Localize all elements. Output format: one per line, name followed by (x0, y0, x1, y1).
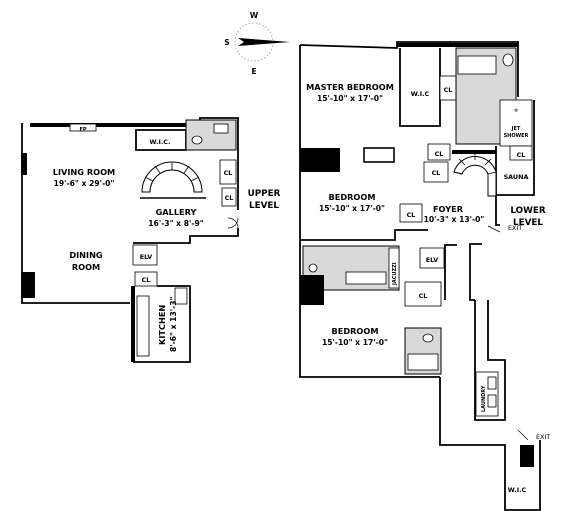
exit-label-2: EXIT (536, 433, 550, 441)
jet-shower-label-1: JET (511, 126, 521, 132)
master-toilet-icon (502, 53, 514, 67)
bedroom3-name: BEDROOM (331, 326, 378, 336)
upper-sink-icon (213, 123, 229, 134)
master-wic-walls (399, 48, 441, 127)
lower-elevator (419, 247, 445, 269)
upper-closet-a (219, 159, 237, 185)
lower-closet-c (423, 161, 449, 183)
lower-closet-b-label: CL (517, 151, 526, 159)
compass-needle-icon (238, 38, 290, 46)
sauna-label: SAUNA (504, 173, 529, 181)
upper-closet-a-label: CL (224, 169, 233, 177)
upper-closet-c (134, 271, 158, 287)
master-column (300, 148, 340, 172)
lower-wic-column (520, 445, 534, 467)
lower-closet-d (399, 203, 423, 223)
bedroom2-name: BEDROOM (328, 192, 375, 202)
lower-closet-d-label: CL (407, 211, 416, 219)
corridor-west-wall (444, 244, 457, 300)
second-exit-door-icon (517, 429, 529, 441)
living-room-name: LIVING ROOM (53, 167, 115, 177)
foyer-dim: 10'-3" x 13'-0" (424, 215, 485, 224)
compass: W S E (224, 11, 290, 76)
upper-toilet-icon (191, 135, 203, 145)
bath-light-icon (308, 263, 318, 273)
laundry-walls (474, 300, 506, 421)
upper-closet-c-label: CL (142, 276, 151, 284)
master-wic-label: W.I.C (411, 90, 430, 98)
living-column (21, 153, 27, 175)
foyer-east-wall (495, 196, 500, 226)
dining-room-name-1: DINING (69, 250, 103, 260)
master-window-niche (363, 147, 395, 163)
bedroom2-dim: 15'-10" x 17'-0" (319, 204, 385, 213)
compass-top-label: W (250, 11, 259, 20)
dining-room-name-2: ROOM (72, 262, 100, 272)
upper-closet-b-label: CL (225, 194, 234, 202)
upper-level-plan: FP W.I.C. CL CL LIVING ROOM 19'-6" x 29'… (21, 117, 281, 363)
lower-level-plan: MASTER BEDROOM 15'-10" x 17'-0" W.I.C CL… (299, 41, 550, 511)
upper-powder-room (185, 119, 237, 151)
fireplace-label: FP (79, 127, 86, 133)
lower-closet-c-label: CL (432, 169, 441, 177)
lower-elevator-label: ELV (426, 256, 439, 264)
bedroom3-toilet-icon (422, 333, 434, 343)
corridor-east-wall (469, 243, 482, 301)
foyer-exit-door-icon (487, 225, 501, 233)
exit-label-1: EXIT (508, 224, 522, 232)
jacuzzi-label: JACUZZI (392, 262, 398, 286)
kitchen-counter (136, 295, 150, 357)
gallery-door-icon (227, 217, 239, 229)
master-bedroom-dim: 15'-10" x 17'-0" (317, 94, 383, 103)
lower-south-wall (439, 377, 541, 511)
upper-wic-label: W.I.C. (150, 138, 171, 146)
dryer-icon (487, 394, 497, 408)
kitchen-walls (133, 285, 191, 363)
master-closet-top-label: CL (444, 86, 453, 94)
kitchen-appliance (174, 287, 188, 305)
upper-spiral-stair-icon (140, 161, 206, 199)
bedroom3-dim: 15'-10" x 17'-0" (322, 338, 388, 347)
living-room-dim: 19'-6" x 29'-0" (54, 179, 115, 188)
bedroom3-tub-icon (407, 353, 439, 371)
compass-left-label: S (224, 38, 229, 47)
gallery-south-wall (133, 228, 239, 244)
jet-shower (499, 99, 533, 147)
foyer-name: FOYER (433, 204, 464, 214)
dining-column (21, 272, 35, 298)
kitchen-name: KITCHEN (157, 305, 167, 345)
lower-closet-e-label: CL (419, 292, 428, 300)
bedroom2-south-wall (300, 229, 428, 241)
upper-elevator (132, 244, 158, 266)
gallery-dim: 16'-3" x 8'-9" (148, 219, 204, 228)
kitchen-dim: 8'-6" x 13'-3" (169, 296, 178, 352)
upper-level-label-2: LEVEL (249, 201, 279, 211)
upper-elevator-label: ELV (140, 253, 153, 261)
lower-level-label-2: LEVEL (513, 218, 543, 228)
jacuzzi-tub-icon (388, 247, 400, 289)
washer-icon (487, 376, 497, 390)
compass-bottom-label: E (251, 67, 256, 76)
upper-level-label-1: UPPER (248, 189, 281, 199)
lower-closet-a-label: CL (435, 150, 444, 158)
lower-wic-label: W.I.C (508, 486, 527, 494)
bedroom3-column (300, 275, 324, 305)
laundry-label: LAUNDRY (481, 385, 487, 412)
fireplace-icon (69, 123, 97, 132)
lower-closet-a (427, 143, 451, 161)
jet-shower-label-2: SHOWER (504, 133, 529, 139)
bath-vanity-icon (345, 271, 387, 285)
master-tub-icon (457, 55, 497, 75)
lower-spiral-stair-icon (452, 150, 497, 197)
jet-shower-icon: ✲ (514, 108, 519, 114)
lower-closet-e (404, 281, 442, 307)
lower-closet-b (509, 145, 533, 161)
living-west-wall (21, 123, 130, 304)
gallery-name: GALLERY (156, 207, 198, 217)
lower-north-wall (299, 41, 519, 97)
upper-closet-b (221, 187, 237, 207)
lower-level-label-1: LOWER (510, 206, 545, 216)
master-bedroom-name: MASTER BEDROOM (306, 82, 394, 92)
